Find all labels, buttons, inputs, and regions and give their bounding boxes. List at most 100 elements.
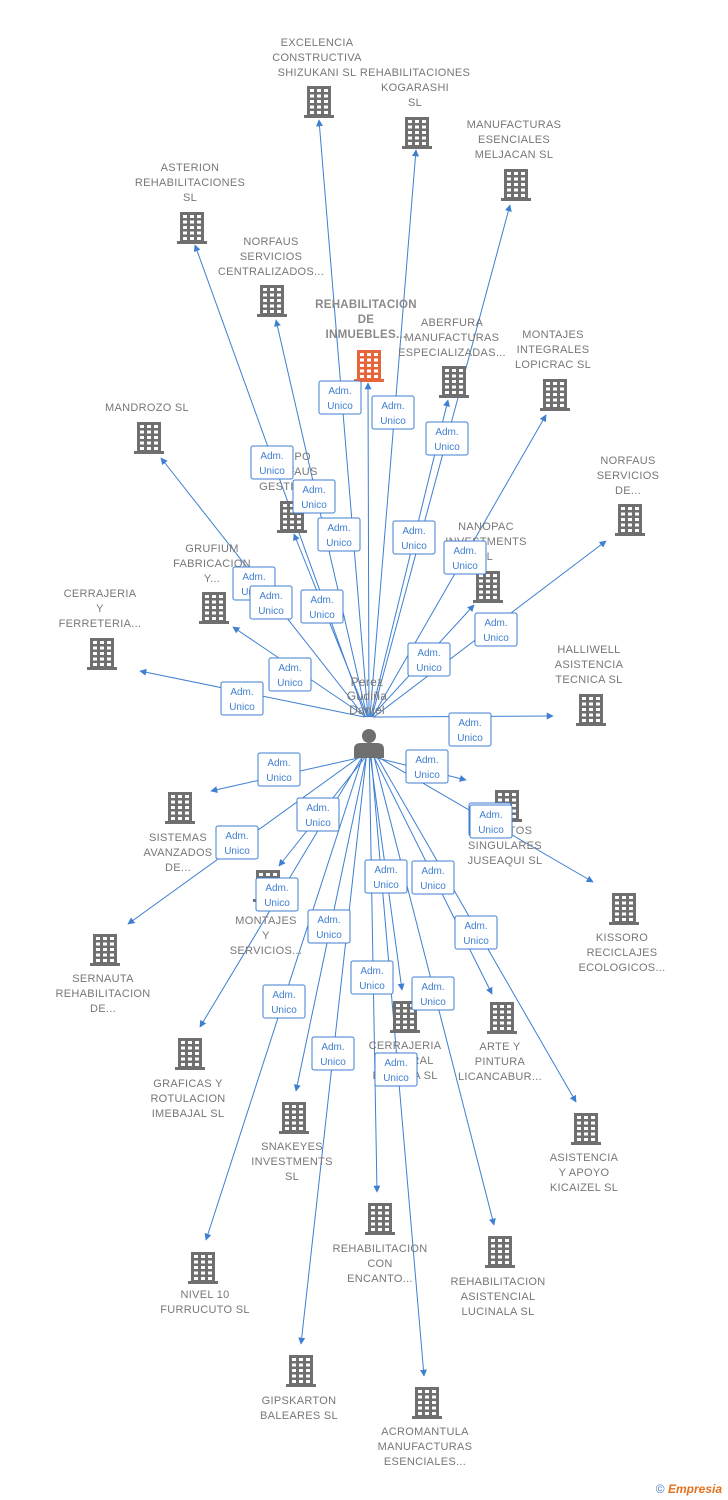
company-label-line: Y	[96, 603, 104, 615]
role-badge-cerrajeria-integral[interactable]: Adm.Unico	[364, 859, 408, 894]
role-badge-nivel10[interactable]: Adm.Unico	[262, 984, 306, 1019]
company-node-norfaus-centralizados[interactable]: NORFAUSSERVICIOSCENTRALIZADOS...	[218, 236, 324, 317]
company-node-cerrajeria-ferreteria[interactable]: CERRAJERIAYFERRETERIA...	[59, 588, 142, 670]
badge-label-line: Adm.	[306, 803, 329, 814]
role-badge-meljacan[interactable]: Adm.Unico	[425, 421, 469, 456]
copyright-symbol: ©	[655, 1482, 665, 1496]
company-label-line: SERNAUTA	[72, 973, 134, 985]
role-badge-grupo-norfaus[interactable]: Adm.Unico	[292, 479, 336, 514]
building-icon	[165, 792, 195, 824]
building-icon	[615, 504, 645, 536]
company-node-rehab-inmuebles[interactable]: REHABILITACIONDEINMUEBLES...	[315, 299, 417, 382]
role-badge-extra[interactable]: Adm.Unico	[300, 589, 344, 624]
role-badge-extra[interactable]: Adm.Unico	[268, 657, 312, 692]
company-node-grufium[interactable]: GRUFIUMFABRICACIONY...	[173, 543, 251, 624]
badge-label-line: Adm.	[421, 982, 444, 993]
badge-label-line: Unico	[326, 538, 352, 549]
badge-label-line: Adm.	[417, 648, 440, 659]
badge-label-line: Adm.	[415, 755, 438, 766]
badge-label-line: Adm.	[421, 866, 444, 877]
badge-label-line: Adm.	[458, 718, 481, 729]
company-node-rehab-encanto[interactable]: REHABILITACIONCONENCANTO...	[332, 1203, 427, 1285]
role-badge-extra[interactable]: Adm.Unico	[317, 517, 361, 552]
role-badge-sernauta[interactable]: Adm.Unico	[215, 825, 259, 860]
role-badge-gipskarton[interactable]: Adm.Unico	[311, 1036, 355, 1071]
company-node-acromantula[interactable]: ACROMANTULAMANUFACTURASESENCIALES...	[378, 1387, 473, 1468]
company-label-line: FURRUCUTO SL	[160, 1304, 250, 1316]
badge-label-line: Unico	[457, 733, 483, 744]
company-node-norfaus-de[interactable]: NORFAUSSERVICIOSDE...	[597, 455, 659, 536]
role-badge-snakeyes[interactable]: Adm.Unico	[255, 877, 299, 912]
company-label-line: REHABILITACION	[315, 299, 417, 311]
company-label-line: CERRAJERIA	[369, 1040, 442, 1052]
role-badge-sistemas[interactable]: Adm.Unico	[257, 752, 301, 787]
role-badge-arte-pintura[interactable]: Adm.Unico	[454, 915, 498, 950]
role-badge-norfaus-de[interactable]: Adm.Unico	[474, 612, 518, 647]
company-label-line: SERVICIOS	[597, 470, 659, 482]
role-badge-halliwell[interactable]: Adm. Unico	[448, 712, 492, 747]
badge-label-line: Unico	[320, 1057, 346, 1068]
badge-label-line: Unico	[327, 401, 353, 412]
role-badge-extra[interactable]: Adm.Unico	[469, 804, 513, 839]
building-icon	[412, 1387, 442, 1419]
role-badge-cerrajeria-ferreteria[interactable]: Adm.Unico	[220, 681, 264, 716]
badge-label-line: Adm.	[317, 915, 340, 926]
badge-label-line: Unico	[229, 702, 255, 713]
company-label-line: ASTERION	[161, 162, 220, 174]
company-label-line: REHABILITACIONES	[135, 177, 245, 189]
badge-label-line: Unico	[420, 881, 446, 892]
building-icon	[485, 1236, 515, 1268]
company-node-sernauta[interactable]: SERNAUTAREHABILITACIONDE...	[55, 934, 150, 1015]
company-node-mandrozo[interactable]: MANDROZO SL	[105, 402, 189, 454]
company-label-line: HALLIWELL	[557, 644, 620, 656]
badge-label-line: Adm.	[225, 831, 248, 842]
badge-label-line: Unico	[258, 606, 284, 617]
badge-label-line: Unico	[383, 1073, 409, 1084]
role-badge-graficas[interactable]: Adm.Unico	[307, 909, 351, 944]
company-label-line: MANUFACTURAS	[467, 119, 562, 131]
role-badge-rehab-inmuebles[interactable]: Adm.Unico	[318, 380, 362, 415]
role-badge-montajes-servicios[interactable]: Adm. Unico	[296, 797, 340, 832]
role-badge-lopicrac[interactable]: Adm.Unico	[443, 540, 487, 575]
company-label-line: MONTAJES	[522, 329, 583, 341]
badge-label-line: Unico	[483, 633, 509, 644]
company-label-line: ESPECIALIZADAS...	[398, 347, 506, 359]
badge-label-line: Unico	[414, 770, 440, 781]
role-badge-nanopac[interactable]: Adm.Unico	[407, 642, 451, 677]
role-badge-eventos[interactable]: Adm. Unico	[405, 749, 449, 784]
company-label-line: ECOLOGICOS...	[578, 962, 665, 974]
company-node-arte-pintura[interactable]: ARTE YPINTURALICANCABUR...	[458, 1002, 542, 1083]
center-person-node[interactable]: Perez Gudiña Daniel	[347, 675, 388, 758]
role-badge-extra[interactable]: Adm.Unico	[392, 520, 436, 555]
company-label-line: SNAKEYES	[261, 1141, 323, 1153]
role-badge-extra[interactable]: Adm.Unico	[249, 585, 293, 620]
badge-label-line: Adm.	[272, 990, 295, 1001]
role-badge-rehab-encanto[interactable]: Adm.Unico	[350, 960, 394, 995]
role-badge-norfaus-centralizados[interactable]: Adm.Unico	[250, 445, 294, 480]
company-label-line: ACROMANTULA	[381, 1426, 469, 1438]
role-badge-lucinala[interactable]: Adm.Unico	[411, 976, 455, 1011]
role-badge-kogarashi[interactable]: Adm.Unico	[371, 395, 415, 430]
company-node-aberfura[interactable]: ABERFURAMANUFACTURASESPECIALIZADAS...	[398, 317, 506, 398]
badge-label-line: Adm.	[381, 401, 404, 412]
role-badge-acromantula[interactable]: Adm.Unico	[374, 1052, 418, 1087]
brand-logo[interactable]: Empresia	[667, 1482, 722, 1496]
badge-label-line: Unico	[305, 818, 331, 829]
company-node-kissoro[interactable]: KISSORORECICLAJESECOLOGICOS...	[578, 893, 665, 974]
role-badge-kicaizel[interactable]: Adm. Unico	[411, 860, 455, 895]
badge-label-line: Unico	[259, 466, 285, 477]
company-node-sistemas[interactable]: SISTEMASAVANZADOSDE...	[144, 792, 213, 874]
